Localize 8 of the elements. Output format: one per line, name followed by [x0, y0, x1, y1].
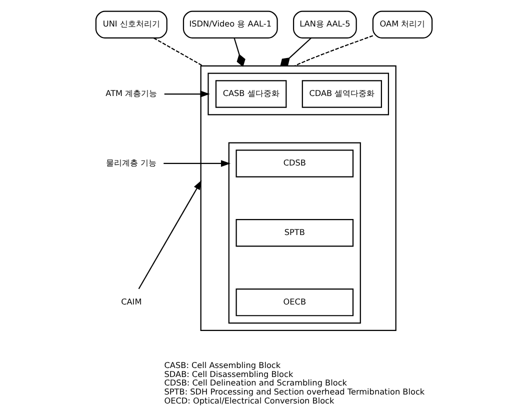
label: OECD: Optical/Electrical Conversion Block: [164, 395, 334, 406]
label: SDAB: Cell Disassembling Block: [164, 368, 293, 379]
node-text: CAIM: [120, 296, 142, 306]
node-text: 물리계층 기능: [106, 158, 156, 168]
label: CDSB: Cell Delineation and Scrambling Block: [164, 378, 346, 388]
node-text: ATM 계층기능: [105, 88, 157, 98]
label: SPTB: SDH Processing and Section overhead Termibnation Block: [164, 386, 424, 397]
label: CASB: Cell Assembling Block: [164, 360, 280, 370]
